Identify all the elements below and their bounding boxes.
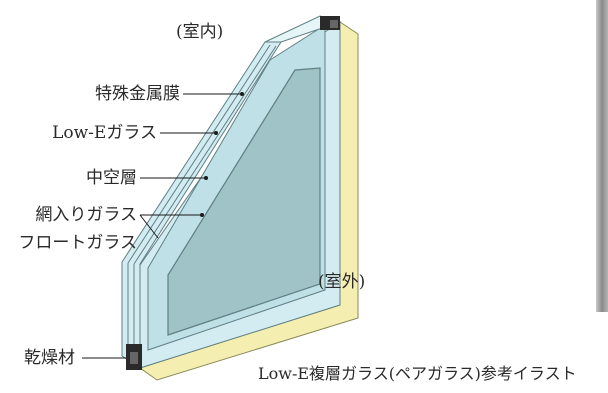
label-special-metal-film: 特殊金属膜 — [95, 84, 180, 104]
spacer-bottom-inner — [130, 352, 138, 364]
pane-edge-line-1 — [127, 44, 271, 264]
label-outdoor: (室外) — [318, 272, 366, 292]
label-float-glass: フロートガラス — [18, 233, 137, 253]
spacer-top-inner — [330, 20, 338, 28]
adjacent-photo-edge — [596, 0, 608, 312]
label-low-e-glass: Low-Eガラス — [52, 123, 157, 143]
leader-dot-wired — [200, 213, 204, 217]
glass-panel — [167, 67, 321, 336]
leader-dot-hollow — [204, 176, 208, 180]
pane-edge-line-2 — [133, 45, 277, 265]
label-desiccant: 乾燥材 — [24, 348, 75, 368]
leader-dot-metal-film — [240, 92, 244, 96]
label-indoor: (室内) — [176, 22, 224, 42]
label-hollow-layer: 中空層 — [86, 168, 137, 188]
leader-dot-low-e — [214, 131, 218, 135]
label-wired-glass: 網入りガラス — [35, 205, 137, 225]
caption: Low-E複層ガラス(ペアガラス)参考イラスト — [258, 364, 577, 383]
leader-float — [139, 214, 159, 239]
